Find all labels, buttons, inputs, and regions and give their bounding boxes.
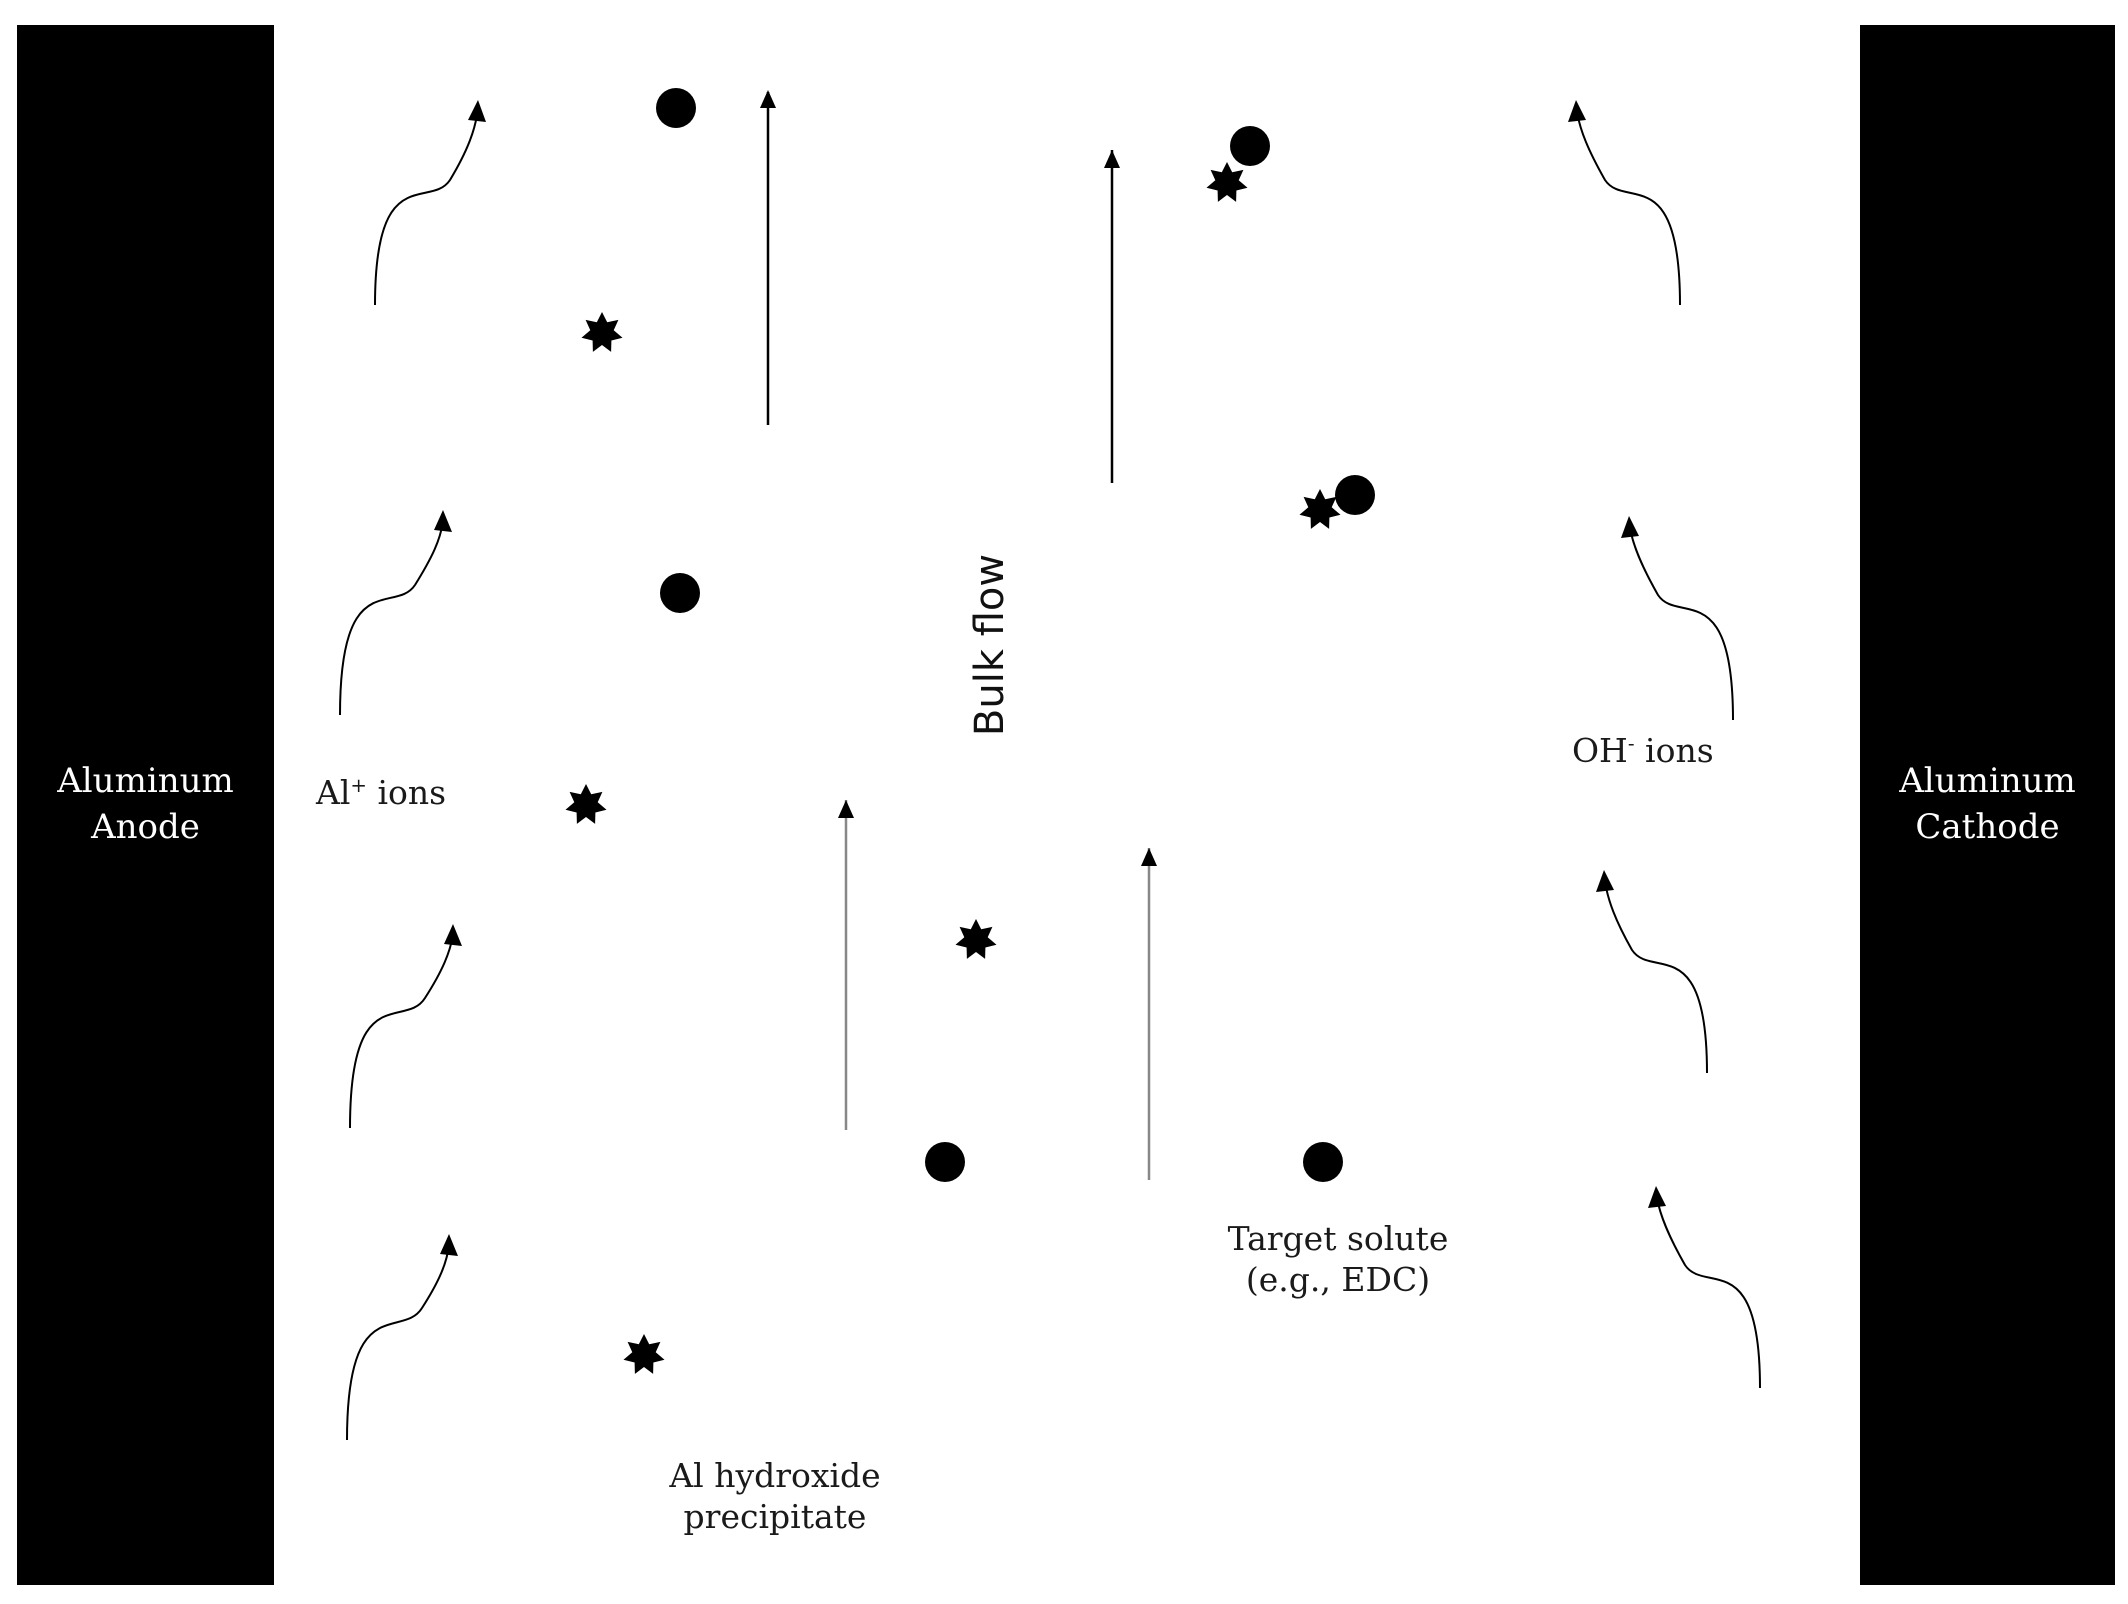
target-solute-circle <box>925 1142 965 1182</box>
al-ion-arrowhead <box>444 924 462 946</box>
al-ion-label-rest: ions <box>366 773 447 812</box>
al-ion-label-base: Al <box>316 773 351 812</box>
anode-label-line1: Aluminum <box>57 761 234 802</box>
target-solute-circle <box>1230 126 1270 166</box>
oh-ion-migration-arrow <box>1656 1197 1761 1389</box>
bulk-flow-arrowhead <box>760 90 776 108</box>
al-ion-arrowhead <box>440 1234 458 1256</box>
oh-ion-label: OH- ions <box>1572 730 1714 771</box>
target-solute-circle <box>660 573 700 613</box>
al-ion-migration-arrow <box>339 521 444 716</box>
al-ion-migration-arrow <box>349 934 454 1129</box>
oh-ion-label-rest: ions <box>1634 731 1714 770</box>
oh-ion-migration-arrow <box>1629 527 1734 721</box>
anode-label-line2: Anode <box>91 807 200 847</box>
precipitate-label-line1: Al hydroxide <box>669 1456 881 1495</box>
oh-ion-arrowhead <box>1568 100 1586 122</box>
target-solute-label-line2: (e.g., EDC) <box>1245 1260 1431 1300</box>
oh-ion-label-charge: - <box>1627 732 1635 755</box>
al-ion-migration-arrow <box>346 1244 450 1441</box>
oh-ion-label-base: OH <box>1572 731 1628 770</box>
anode-electrode: Aluminum Anode <box>17 25 274 1585</box>
bulk-flow-arrowhead <box>1141 848 1157 866</box>
target-solute-circle <box>1303 1142 1343 1182</box>
al-ion-migration-arrow <box>374 109 479 306</box>
precipitate-label: Al hydroxide precipitate <box>669 1455 880 1538</box>
oh-ion-arrowhead <box>1596 870 1614 892</box>
cathode-label-line2: Cathode <box>1915 807 2060 847</box>
precipitate-label-line2: precipitate <box>683 1497 867 1537</box>
oh-ion-migration-arrow <box>1576 111 1681 306</box>
oh-ion-arrowhead <box>1621 516 1639 538</box>
precipitate-star-icon <box>581 312 623 352</box>
precipitate-star-icon <box>955 919 997 959</box>
bulk-flow-label: Bulk flow <box>967 553 1013 737</box>
precipitate-star-icon <box>565 784 607 824</box>
bulk-flow-arrowhead <box>838 800 854 818</box>
al-ion-arrowhead <box>468 100 486 122</box>
target-solute-circle <box>656 88 696 128</box>
oh-ion-arrowhead <box>1648 1186 1666 1208</box>
al-ion-label: Al+ ions <box>316 772 446 813</box>
precipitate-star-icon <box>623 1334 665 1374</box>
precipitate-star-icon <box>1206 162 1248 202</box>
al-ion-label-charge: + <box>350 774 367 797</box>
al-ion-arrowhead <box>434 510 452 532</box>
target-solute-label: Target solute (e.g., EDC) <box>1228 1218 1449 1301</box>
target-solute-circle <box>1335 475 1375 515</box>
target-solute-label-line1: Target solute <box>1227 1219 1449 1258</box>
bulk-flow-arrowhead <box>1104 150 1120 168</box>
cathode-label-line1: Aluminum <box>1899 761 2076 802</box>
precipitate-star-icon <box>1299 489 1341 529</box>
oh-ion-migration-arrow <box>1604 881 1708 1074</box>
cathode-electrode: Aluminum Cathode <box>1860 25 2115 1585</box>
